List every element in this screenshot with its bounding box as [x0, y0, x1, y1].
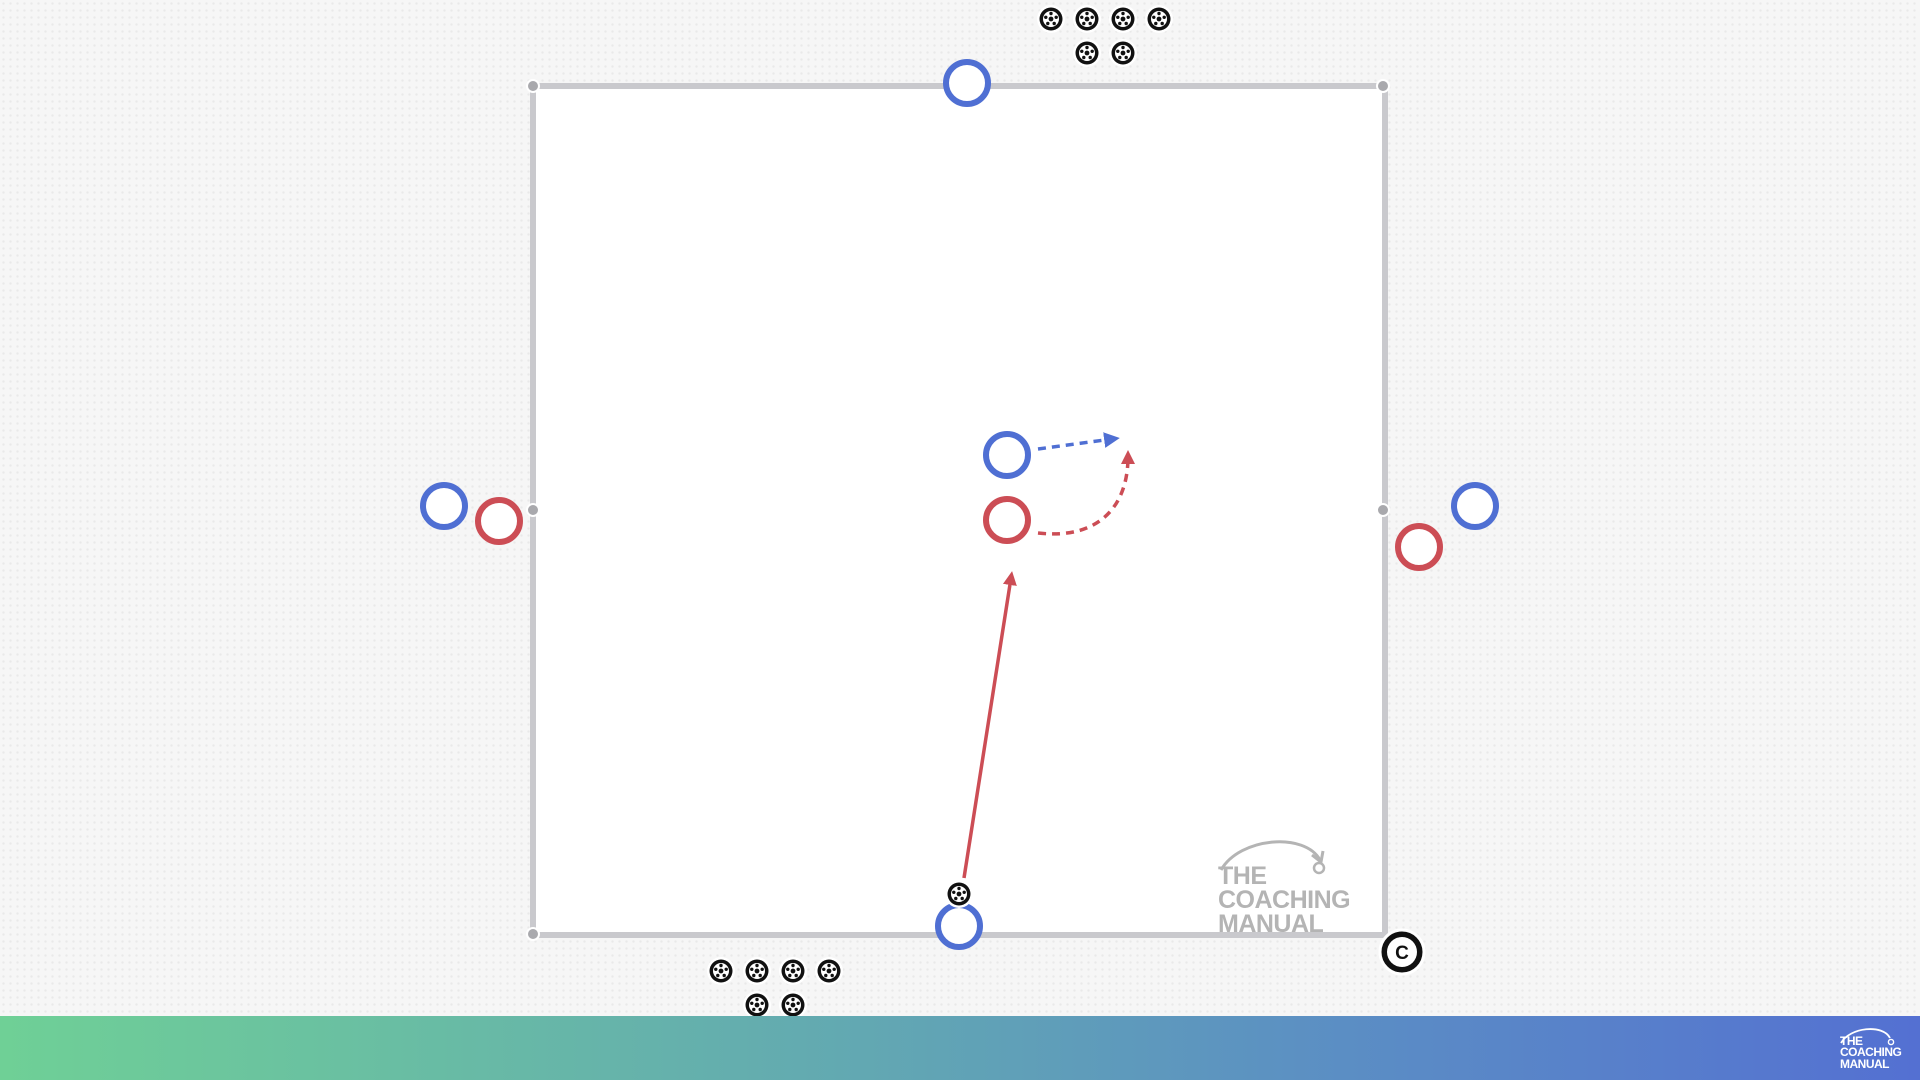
footer-bar — [0, 1016, 1920, 1080]
footer-logo-arc-icon — [1840, 1028, 1895, 1046]
mid-marker — [526, 503, 540, 517]
blue-player[interactable] — [943, 59, 991, 107]
corner-marker — [526, 79, 540, 93]
pitch-area — [533, 86, 1385, 935]
watermark-line: MANUAL — [1218, 909, 1324, 938]
ball-icon — [1073, 5, 1101, 33]
blue-player[interactable] — [983, 431, 1031, 479]
red-player[interactable] — [1395, 523, 1443, 571]
ball-icon — [743, 991, 771, 1019]
red-player[interactable] — [983, 496, 1031, 544]
footer-logo-line: COACHING — [1840, 1045, 1902, 1060]
ball-icon — [945, 880, 973, 908]
ball-in-play — [945, 880, 973, 908]
ball-icon — [779, 991, 807, 1019]
watermark-arc-icon — [1219, 840, 1326, 875]
ball-icon — [1109, 5, 1137, 33]
footer-logo-line: THE — [1840, 1034, 1863, 1048]
mid-marker — [1376, 503, 1390, 517]
blue-player[interactable] — [935, 902, 983, 950]
blue-run-arrow — [1037, 432, 1120, 451]
red-player[interactable] — [475, 497, 523, 545]
ball-icon — [1037, 5, 1065, 33]
boundary-markers — [526, 79, 1390, 941]
watermark-line: THE — [1218, 862, 1267, 890]
blue-players — [420, 59, 1499, 950]
footer-logo: THE COACHING MANUAL — [1840, 1034, 1902, 1071]
blue-player[interactable] — [420, 482, 468, 530]
corner-marker — [1376, 79, 1390, 93]
pass-arrow — [962, 571, 1017, 879]
watermark-logo: THE COACHING MANUAL — [1218, 862, 1351, 938]
blue-player[interactable] — [1451, 482, 1499, 530]
ball-icon — [743, 957, 771, 985]
footer-logo-line: MANUAL — [1840, 1056, 1890, 1071]
coach-letter: C — [1395, 943, 1409, 964]
red-players — [475, 496, 1443, 571]
watermark-line: COACHING — [1218, 885, 1351, 914]
ball-icon — [815, 957, 843, 985]
coach-icon: C — [1378, 928, 1426, 976]
ball-stack-top — [1037, 5, 1173, 67]
corner-marker — [526, 927, 540, 941]
ball-icon — [1145, 5, 1173, 33]
ball-stack-bottom — [707, 957, 843, 1019]
ball-icon — [1109, 39, 1137, 67]
pitch-boundary — [530, 83, 1388, 938]
ball-icon — [779, 957, 807, 985]
ball-icon — [1073, 39, 1101, 67]
ball-icon — [707, 957, 735, 985]
red-run-arrow — [1037, 450, 1135, 536]
